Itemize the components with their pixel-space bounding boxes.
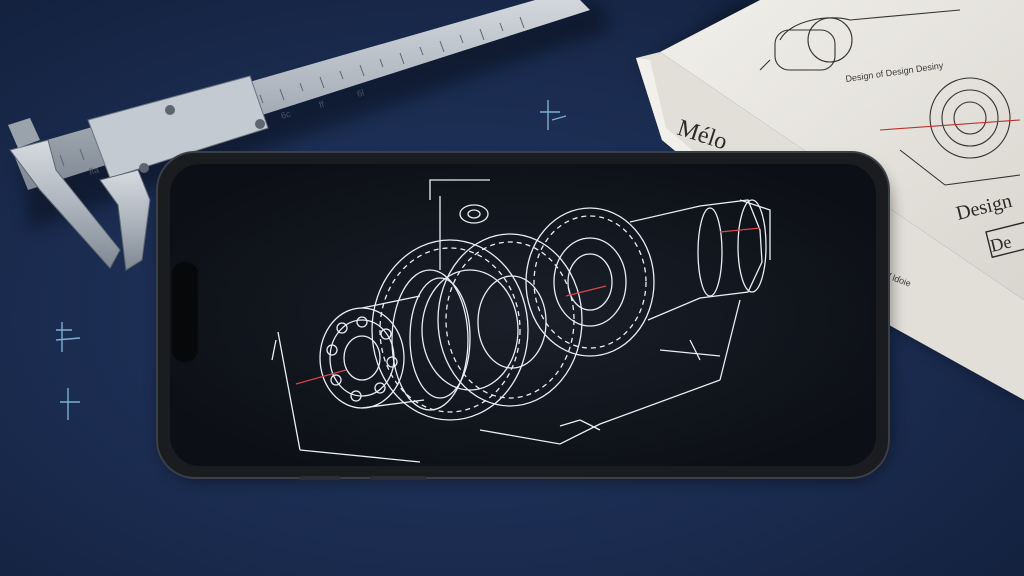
- svg-text:ffa: ffa: [88, 165, 100, 177]
- svg-text:ff: ff: [318, 99, 326, 110]
- gear-assembly-icon: [271, 179, 771, 463]
- svg-text:6l: 6l: [356, 87, 366, 99]
- smartphone-icon: [156, 151, 890, 480]
- book-cover-title-box: De: [988, 231, 1013, 255]
- svg-text:6c: 6c: [280, 109, 292, 121]
- dimension-accent-lines: [295, 227, 761, 385]
